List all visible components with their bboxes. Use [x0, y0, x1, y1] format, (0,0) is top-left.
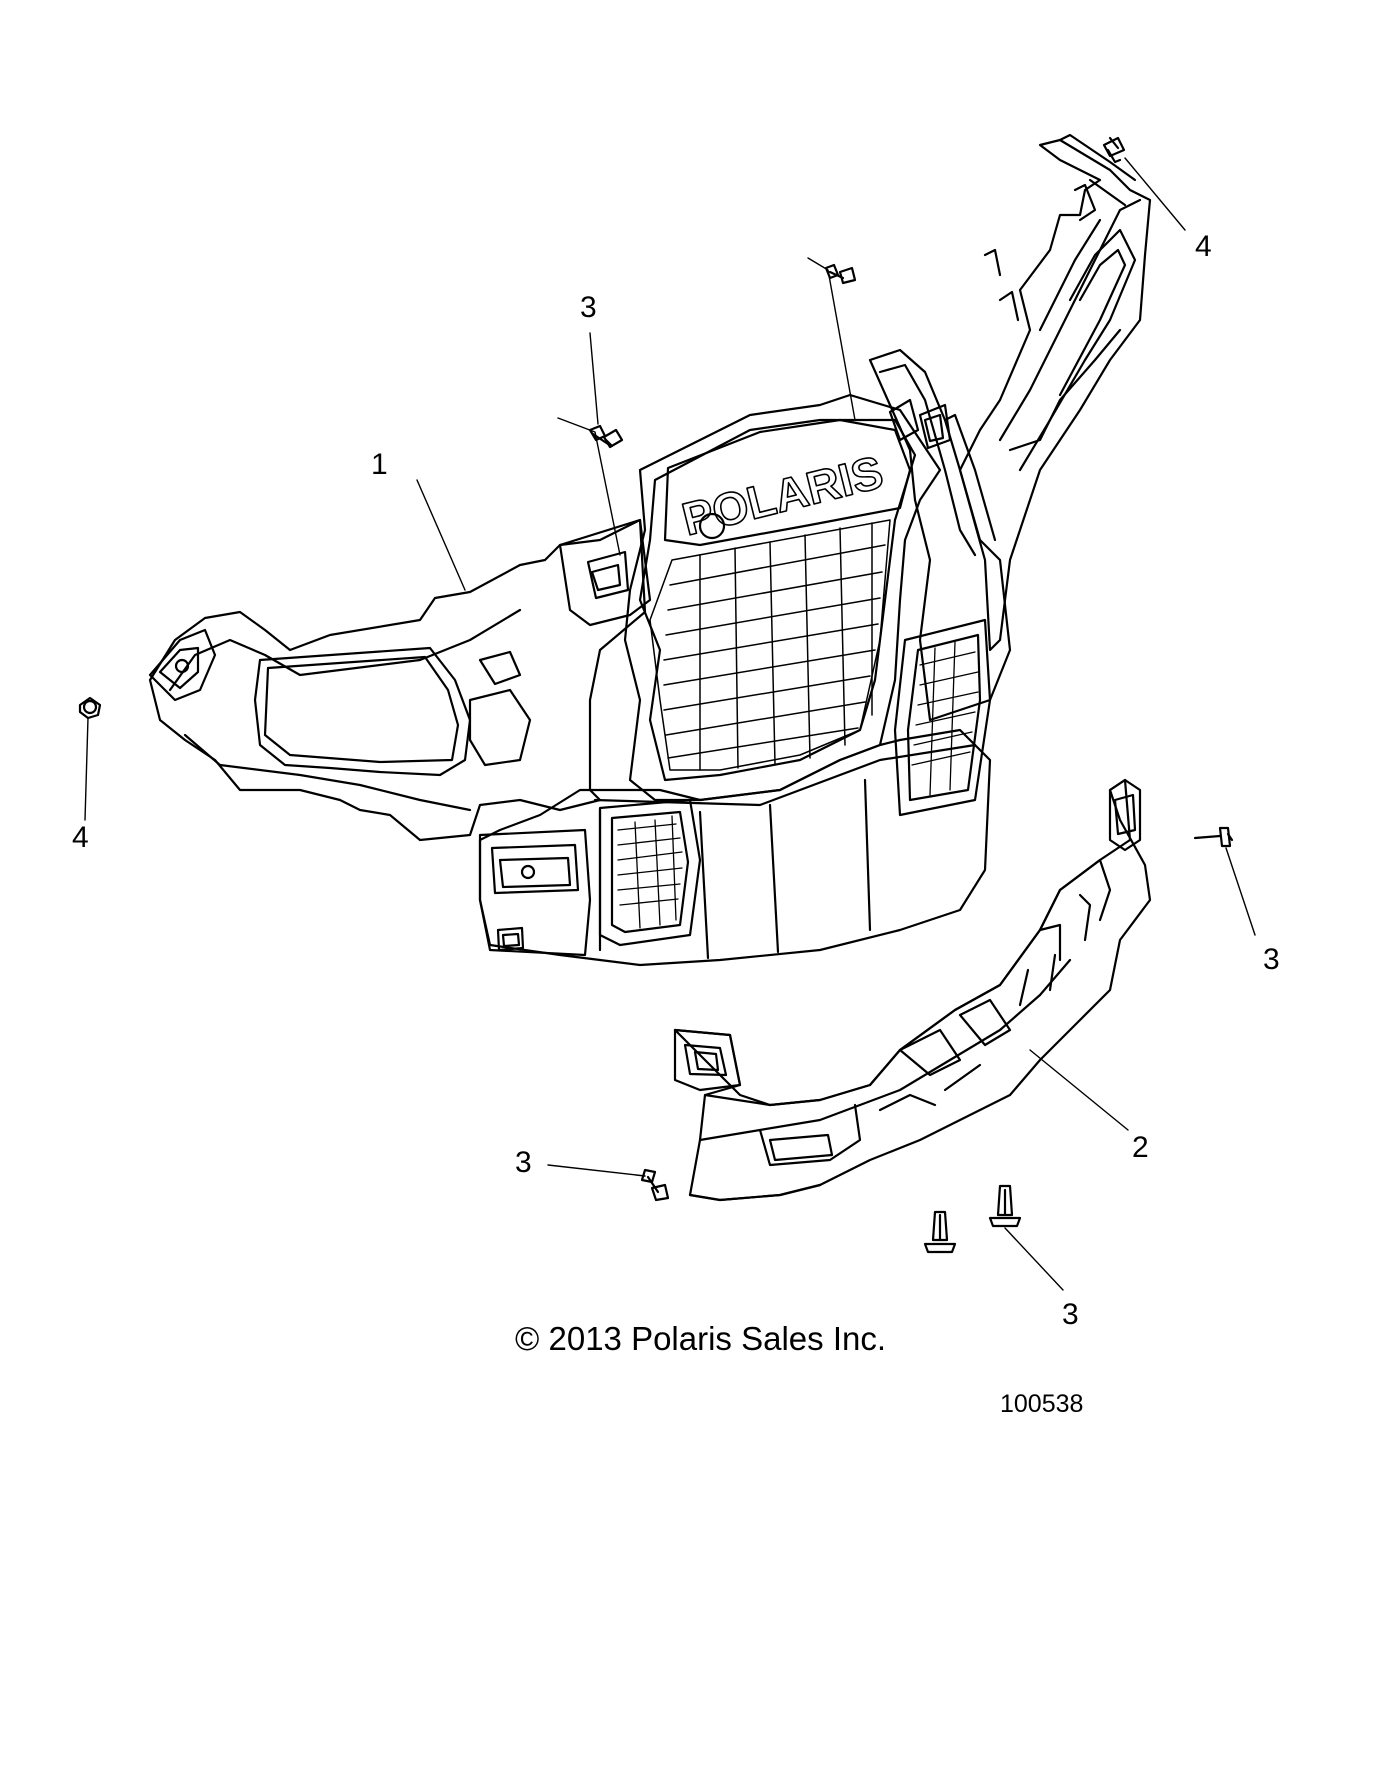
screw-3-right — [1193, 826, 1234, 848]
grille-mesh — [649, 519, 891, 771]
callout-2: 2 — [1132, 1131, 1149, 1164]
screw-3-lower-left — [640, 1168, 670, 1202]
leader-lines — [84, 157, 1256, 1291]
callout-3-bottom: 3 — [1062, 1298, 1079, 1331]
screw-3-top-left — [588, 424, 624, 449]
callout-3-right: 3 — [1263, 943, 1280, 976]
callout-1: 1 — [371, 448, 388, 481]
callout-3-lower-left: 3 — [515, 1146, 532, 1179]
screw-3-bottom-b — [988, 1184, 1022, 1228]
clip-4-top-right — [1102, 136, 1126, 164]
lower-lip-part-2 — [673, 778, 1152, 1202]
clip-4-left — [78, 696, 102, 720]
callout-3-top-left: 3 — [580, 291, 597, 324]
front-bumper-part-1: POLARIS — [148, 133, 1152, 967]
callout-4-left: 4 — [72, 821, 89, 854]
screw-3-bottom-a — [923, 1210, 957, 1254]
copyright-notice: © 2013 Polaris Sales Inc. — [515, 1320, 887, 1357]
callout-4-top-right: 4 — [1195, 230, 1212, 263]
figure-number: 100538 — [1000, 1390, 1084, 1418]
